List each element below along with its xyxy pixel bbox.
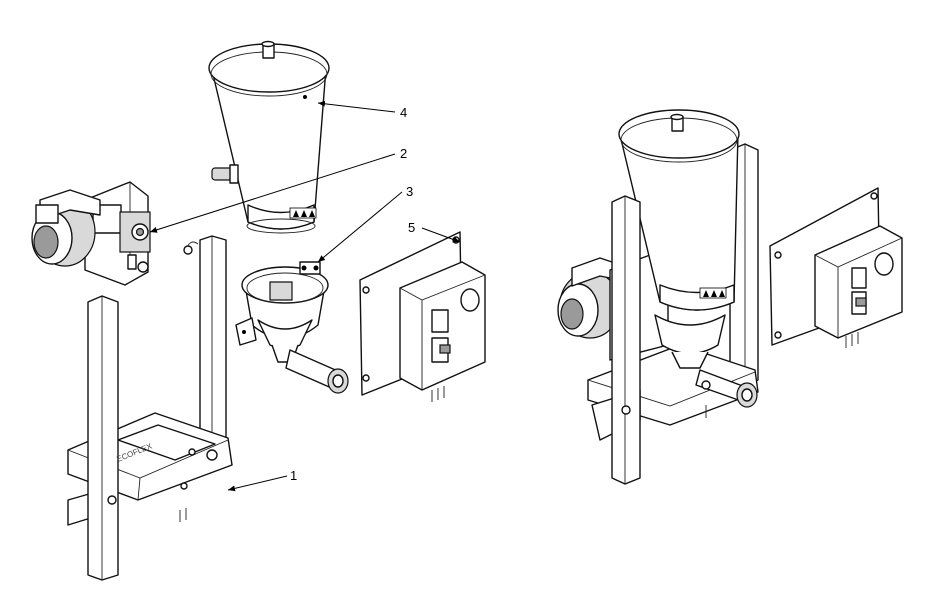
callout-4: 4 [400,105,407,120]
hopper-icon [208,40,330,234]
feeder-bowl-icon [235,261,349,394]
stand-frame-icon: ECOFLEX [67,235,233,581]
leader-line-2 [149,153,396,233]
leader-line-1 [227,475,288,492]
leader-line-3 [317,191,403,263]
control-box-icon [359,231,486,402]
callout-1: 1 [290,468,297,483]
control-box-icon [769,187,903,348]
leader-line-4 [317,100,396,113]
callout-5: 5 [408,220,415,235]
gear-motor-icon [31,181,151,286]
callout-3: 3 [406,184,413,199]
assembled-unit [557,109,759,485]
warning-triangle-icon [699,287,727,299]
warning-triangle-icon [289,207,317,219]
leader-line-5 [421,227,461,243]
callout-2: 2 [400,146,407,161]
callout-leaders [149,100,461,492]
